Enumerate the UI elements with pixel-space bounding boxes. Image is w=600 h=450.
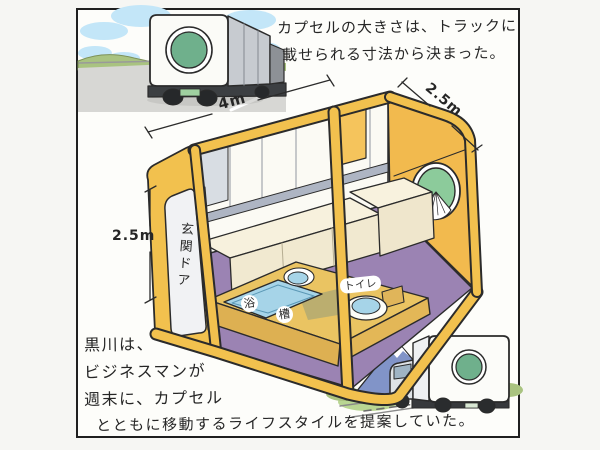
truck-cab-hint [269, 43, 285, 85]
shell-frame [149, 90, 484, 406]
sink-basin [287, 271, 309, 285]
toilet-seat [351, 297, 381, 315]
license-plate [464, 402, 479, 409]
capsule-cutaway [146, 90, 484, 406]
cabinet-seams [229, 103, 371, 213]
porthole-glass [170, 31, 208, 69]
truck-rear [147, 14, 287, 107]
caption-top-right-line2: 載せられる寸法から決まった。 [281, 43, 506, 65]
wheel [162, 88, 184, 106]
dimension-height-label: 2.5m [112, 228, 156, 244]
wheel [478, 398, 496, 414]
caption-bottom-left-line1: 黒川は、 [83, 334, 155, 355]
porthole-glass [455, 353, 483, 381]
storage-block-front [377, 191, 435, 257]
wheel [434, 397, 452, 413]
truck-front [389, 335, 510, 414]
wheel [196, 89, 218, 107]
dimension-lines [144, 74, 483, 304]
wheel [254, 85, 270, 99]
caption-bottom-left-line3: 週末に、カプセル [83, 388, 224, 409]
caption-bottom-left-line2: ビジネスマンが [83, 361, 207, 382]
bathtub-rim [231, 284, 315, 314]
caption-top-right-line1: カプセルの大きさは、トラックに [276, 16, 518, 38]
license-plate [179, 88, 201, 97]
end-wall-crease [393, 147, 471, 177]
truck-rear-vignette [77, 5, 287, 112]
